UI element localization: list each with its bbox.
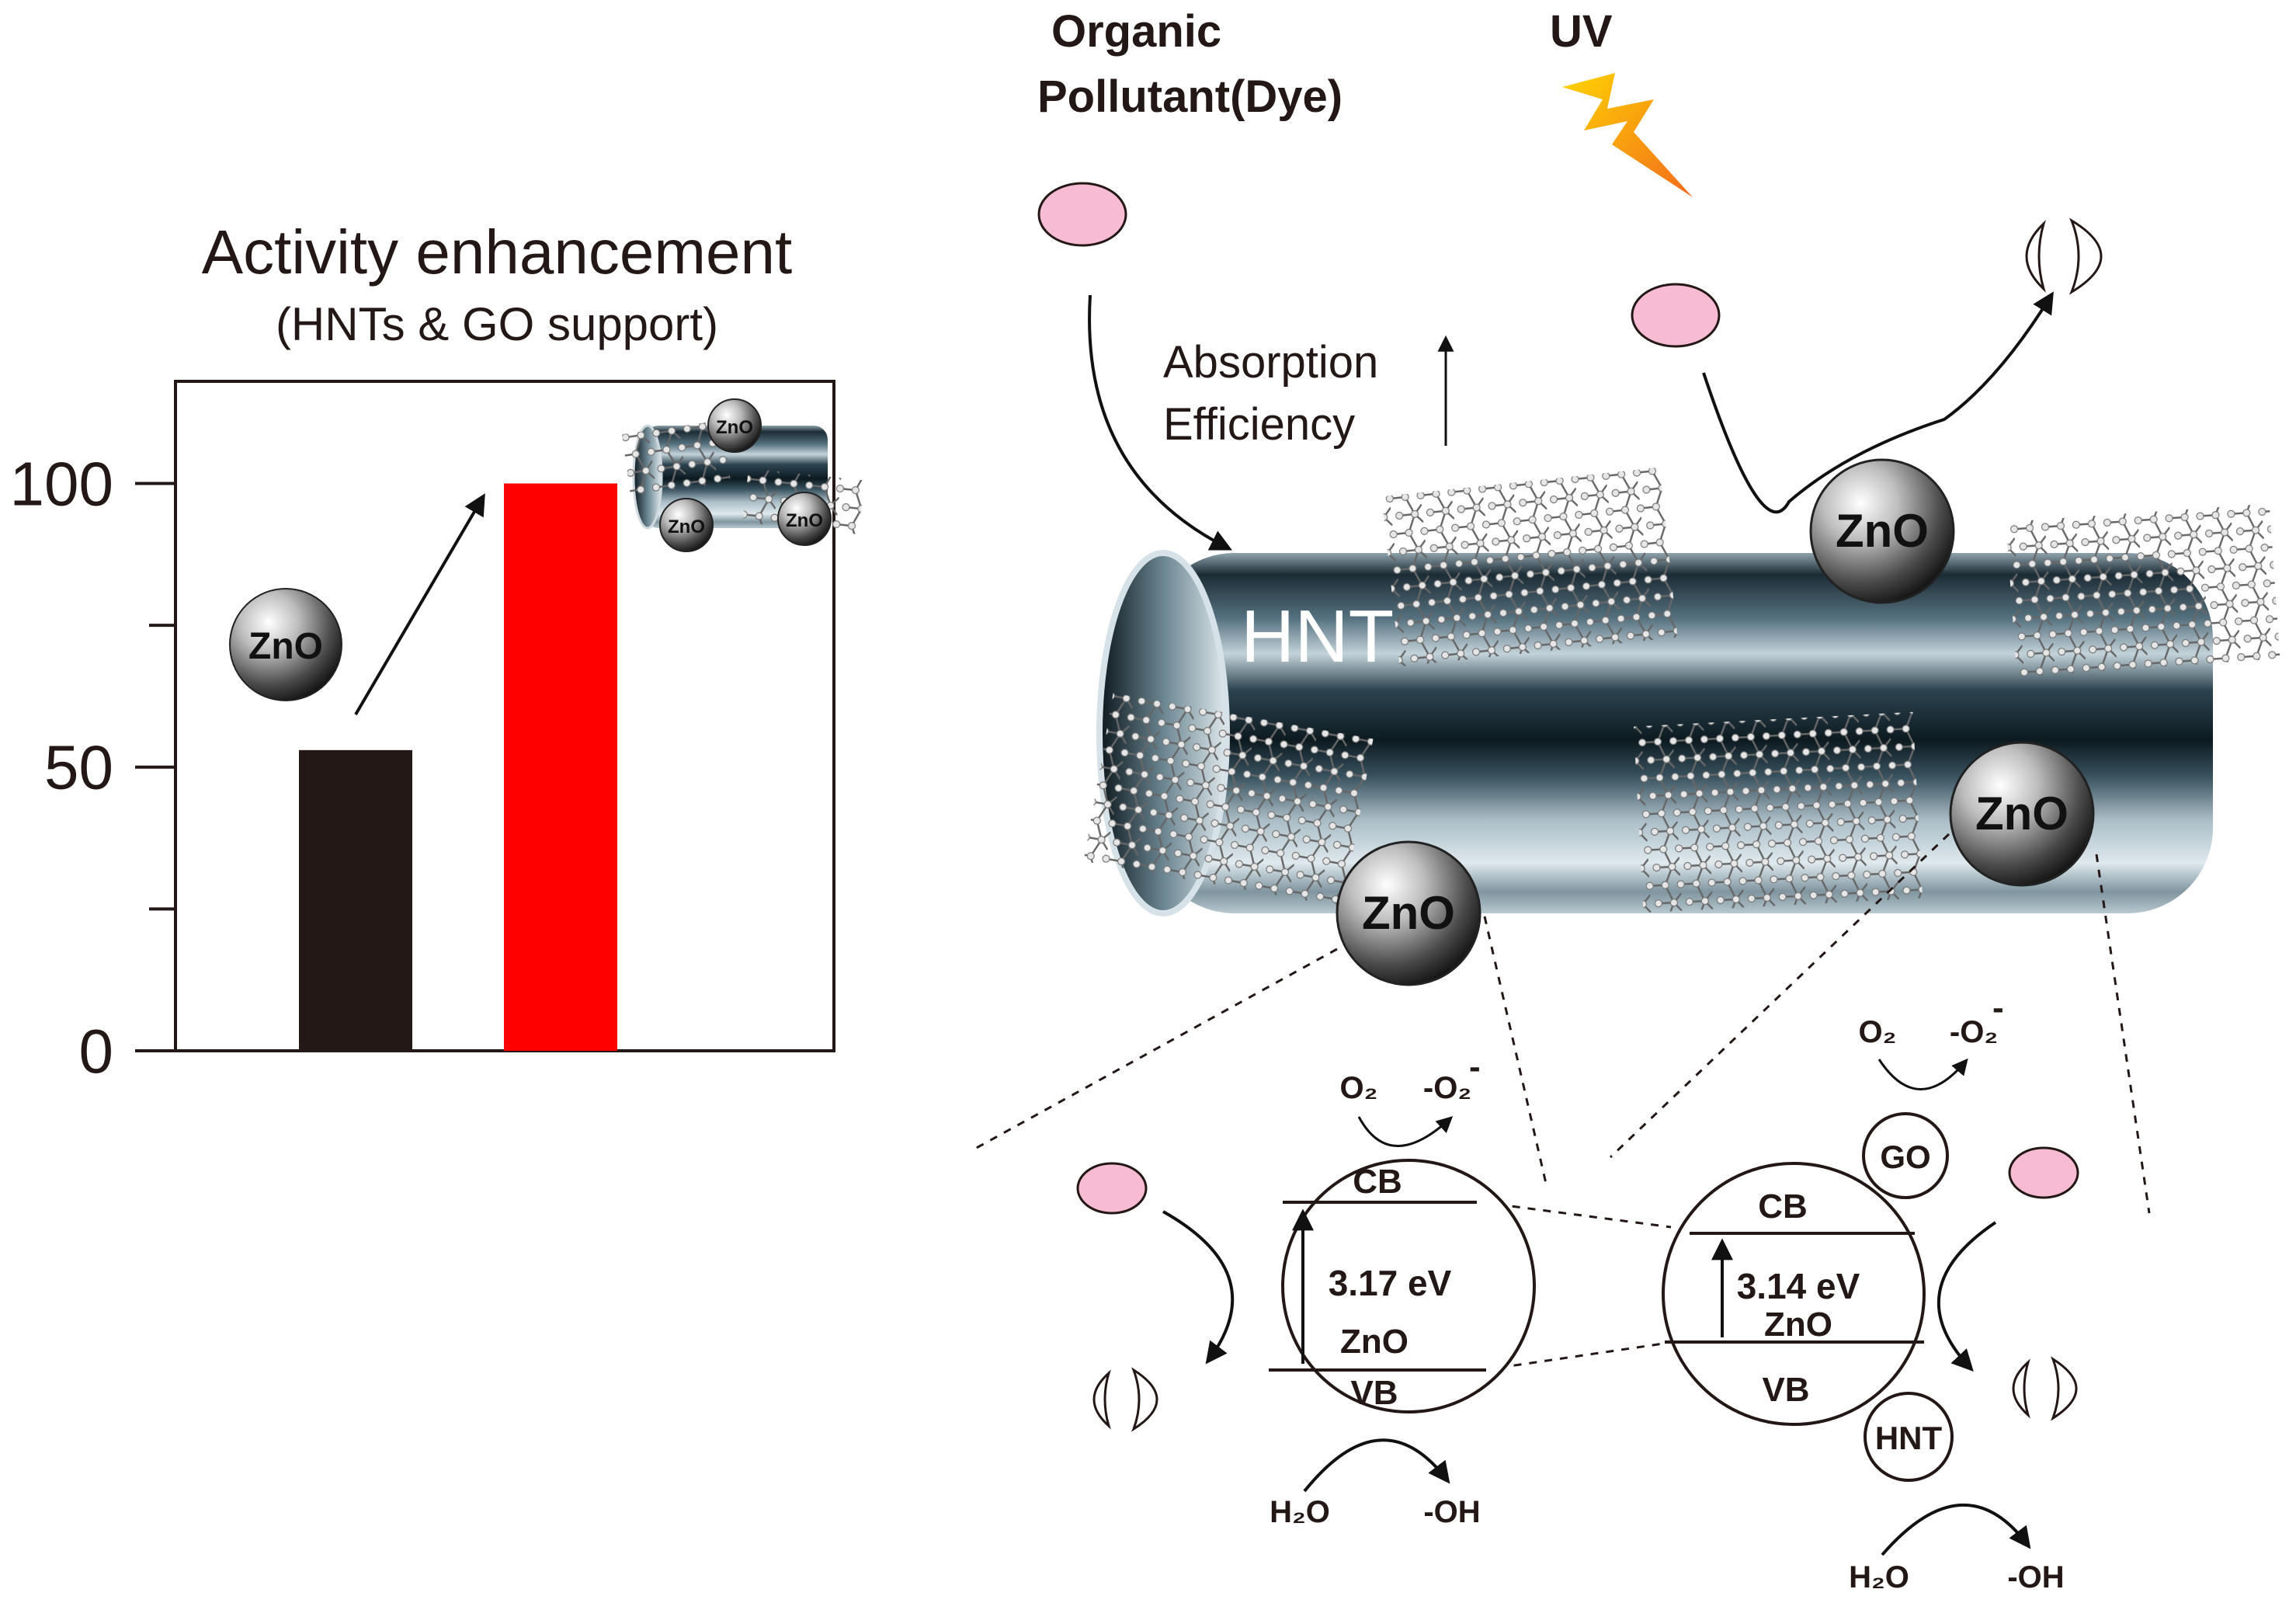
right-pollutant-icon (2008, 1146, 2079, 1199)
mini-graphene-sheet (622, 420, 731, 496)
chart-subtitle: (HNTs & GO support) (276, 298, 718, 350)
right-band-circle (1662, 1162, 1926, 1426)
left-cb-label: CB (1353, 1163, 1402, 1201)
degraded-product-icon (2025, 217, 2103, 295)
zoom-lines (973, 833, 2151, 1372)
left-o2-arrow (1357, 1116, 1454, 1147)
pollutant-to-tube-arrow (1088, 294, 1233, 551)
bars (299, 483, 617, 1051)
mini-zno-label-2: ZnO (668, 516, 705, 537)
left-h2o-arrow (1303, 1438, 1450, 1493)
zno-particle-top: ZnO (1809, 458, 1955, 604)
absorption-line-1: Absorption (1163, 337, 1378, 388)
go-circle (1862, 1112, 1949, 1199)
right-cb-label: CB (1758, 1187, 1808, 1226)
left-energy-label: 3.17 eV (1329, 1263, 1452, 1303)
right-vb-label: VB (1762, 1371, 1809, 1409)
zno-particle-bottom-left-label: ZnO (1362, 887, 1455, 939)
degradation-arrow (1702, 291, 2054, 514)
zno-sphere-icon: ZnO (229, 588, 342, 701)
chart-title: Activity enhancement (202, 217, 792, 287)
zno-particle-right: ZnO (1949, 741, 2095, 887)
zno-sphere-label: ZnO (248, 626, 323, 667)
mini-zno-sphere-3 (777, 492, 832, 546)
mechanism-diagram: Organic Pollutant(Dye) UV Absorption Eff… (973, 6, 2280, 1594)
left-degraded-icon (1092, 1367, 1158, 1432)
left-pollutant-icon (1076, 1162, 1148, 1215)
organic-pollutant-line-2: Pollutant(Dye) (1037, 71, 1343, 122)
left-o2-label: O₂ (1340, 1071, 1378, 1105)
hnt-label: HNT (1241, 595, 1394, 678)
bar-2 (504, 483, 617, 1051)
right-oh-label: -OH (2007, 1560, 2064, 1594)
right-energy-label: 3.14 eV (1737, 1266, 1860, 1306)
mini-zno-sphere-1 (707, 398, 762, 453)
left-oh-label: -OH (1423, 1495, 1480, 1529)
hnt-small-label: HNT (1875, 1420, 1943, 1456)
organic-pollutant-label: Organic Pollutant(Dye) (1037, 6, 1343, 122)
left-band-diagram: CB 3.17 eV ZnO VB O₂ -O₂ - H₂O -OH (1076, 1048, 1536, 1529)
mini-zno-sphere-2 (659, 498, 714, 552)
pollutant-dye-icon (1037, 182, 1127, 247)
zno-particle-right-label: ZnO (1975, 788, 2068, 840)
right-pollutant-arrow (1936, 1221, 1997, 1372)
left-band-circle (1281, 1159, 1536, 1413)
right-o2-charge: - (1992, 989, 2004, 1027)
hnt-circle (1864, 1392, 1954, 1482)
graphene-sheet-1 (1381, 467, 1678, 667)
increase-arrow (354, 493, 485, 716)
composite-icon: ZnO ZnO ZnO (622, 398, 865, 552)
left-h2o-label: H₂O (1270, 1495, 1330, 1529)
right-o2-label: O₂ (1859, 1015, 1897, 1049)
mini-zno-label-1: ZnO (716, 417, 753, 438)
y-axis: 0 50 100 (10, 449, 175, 1086)
left-material-label: ZnO (1340, 1323, 1409, 1361)
graphene-sheet-2 (2006, 503, 2280, 677)
uv-label: UV (1550, 6, 1613, 57)
bar-1 (299, 749, 412, 1051)
left-pollutant-arrow (1162, 1210, 1235, 1365)
right-o2-arrow (1877, 1058, 1968, 1090)
y-tick-label: 0 (79, 1017, 114, 1086)
left-o2-radical-label: -O₂ (1423, 1071, 1471, 1105)
pollutant-dye-icon-2 (1631, 283, 1721, 348)
activity-chart: Activity enhancement (HNTs & GO support)… (10, 217, 865, 1086)
right-degraded-icon (2012, 1356, 2078, 1421)
y-tick-label: 100 (10, 449, 113, 518)
graphene-sheet-4 (1633, 711, 1923, 913)
zno-particle-top-label: ZnO (1836, 505, 1929, 557)
y-tick-label: 50 (44, 733, 113, 802)
right-h2o-label: H₂O (1849, 1560, 1909, 1594)
right-band-diagram: CB 3.14 eV ZnO VB GO O₂ -O₂ - HNT H₂O -O… (1662, 989, 2079, 1594)
right-h2o-arrow (1881, 1503, 2031, 1556)
left-vb-label: VB (1350, 1374, 1398, 1412)
zno-particle-bottom-left: ZnO (1336, 840, 1481, 986)
absorption-line-2: Efficiency (1163, 399, 1355, 450)
uv-bolt-icon (1562, 73, 1693, 197)
right-o2-radical-label: -O₂ (1950, 1015, 1998, 1049)
mini-zno-label-3: ZnO (786, 510, 823, 531)
left-o2-charge: - (1469, 1048, 1481, 1086)
organic-pollutant-line-1: Organic (1051, 6, 1221, 57)
right-material-label: ZnO (1764, 1306, 1832, 1344)
absorption-label: Absorption Efficiency (1163, 337, 1391, 450)
go-label: GO (1880, 1139, 1930, 1175)
graphene-sheet-3 (1083, 693, 1374, 907)
